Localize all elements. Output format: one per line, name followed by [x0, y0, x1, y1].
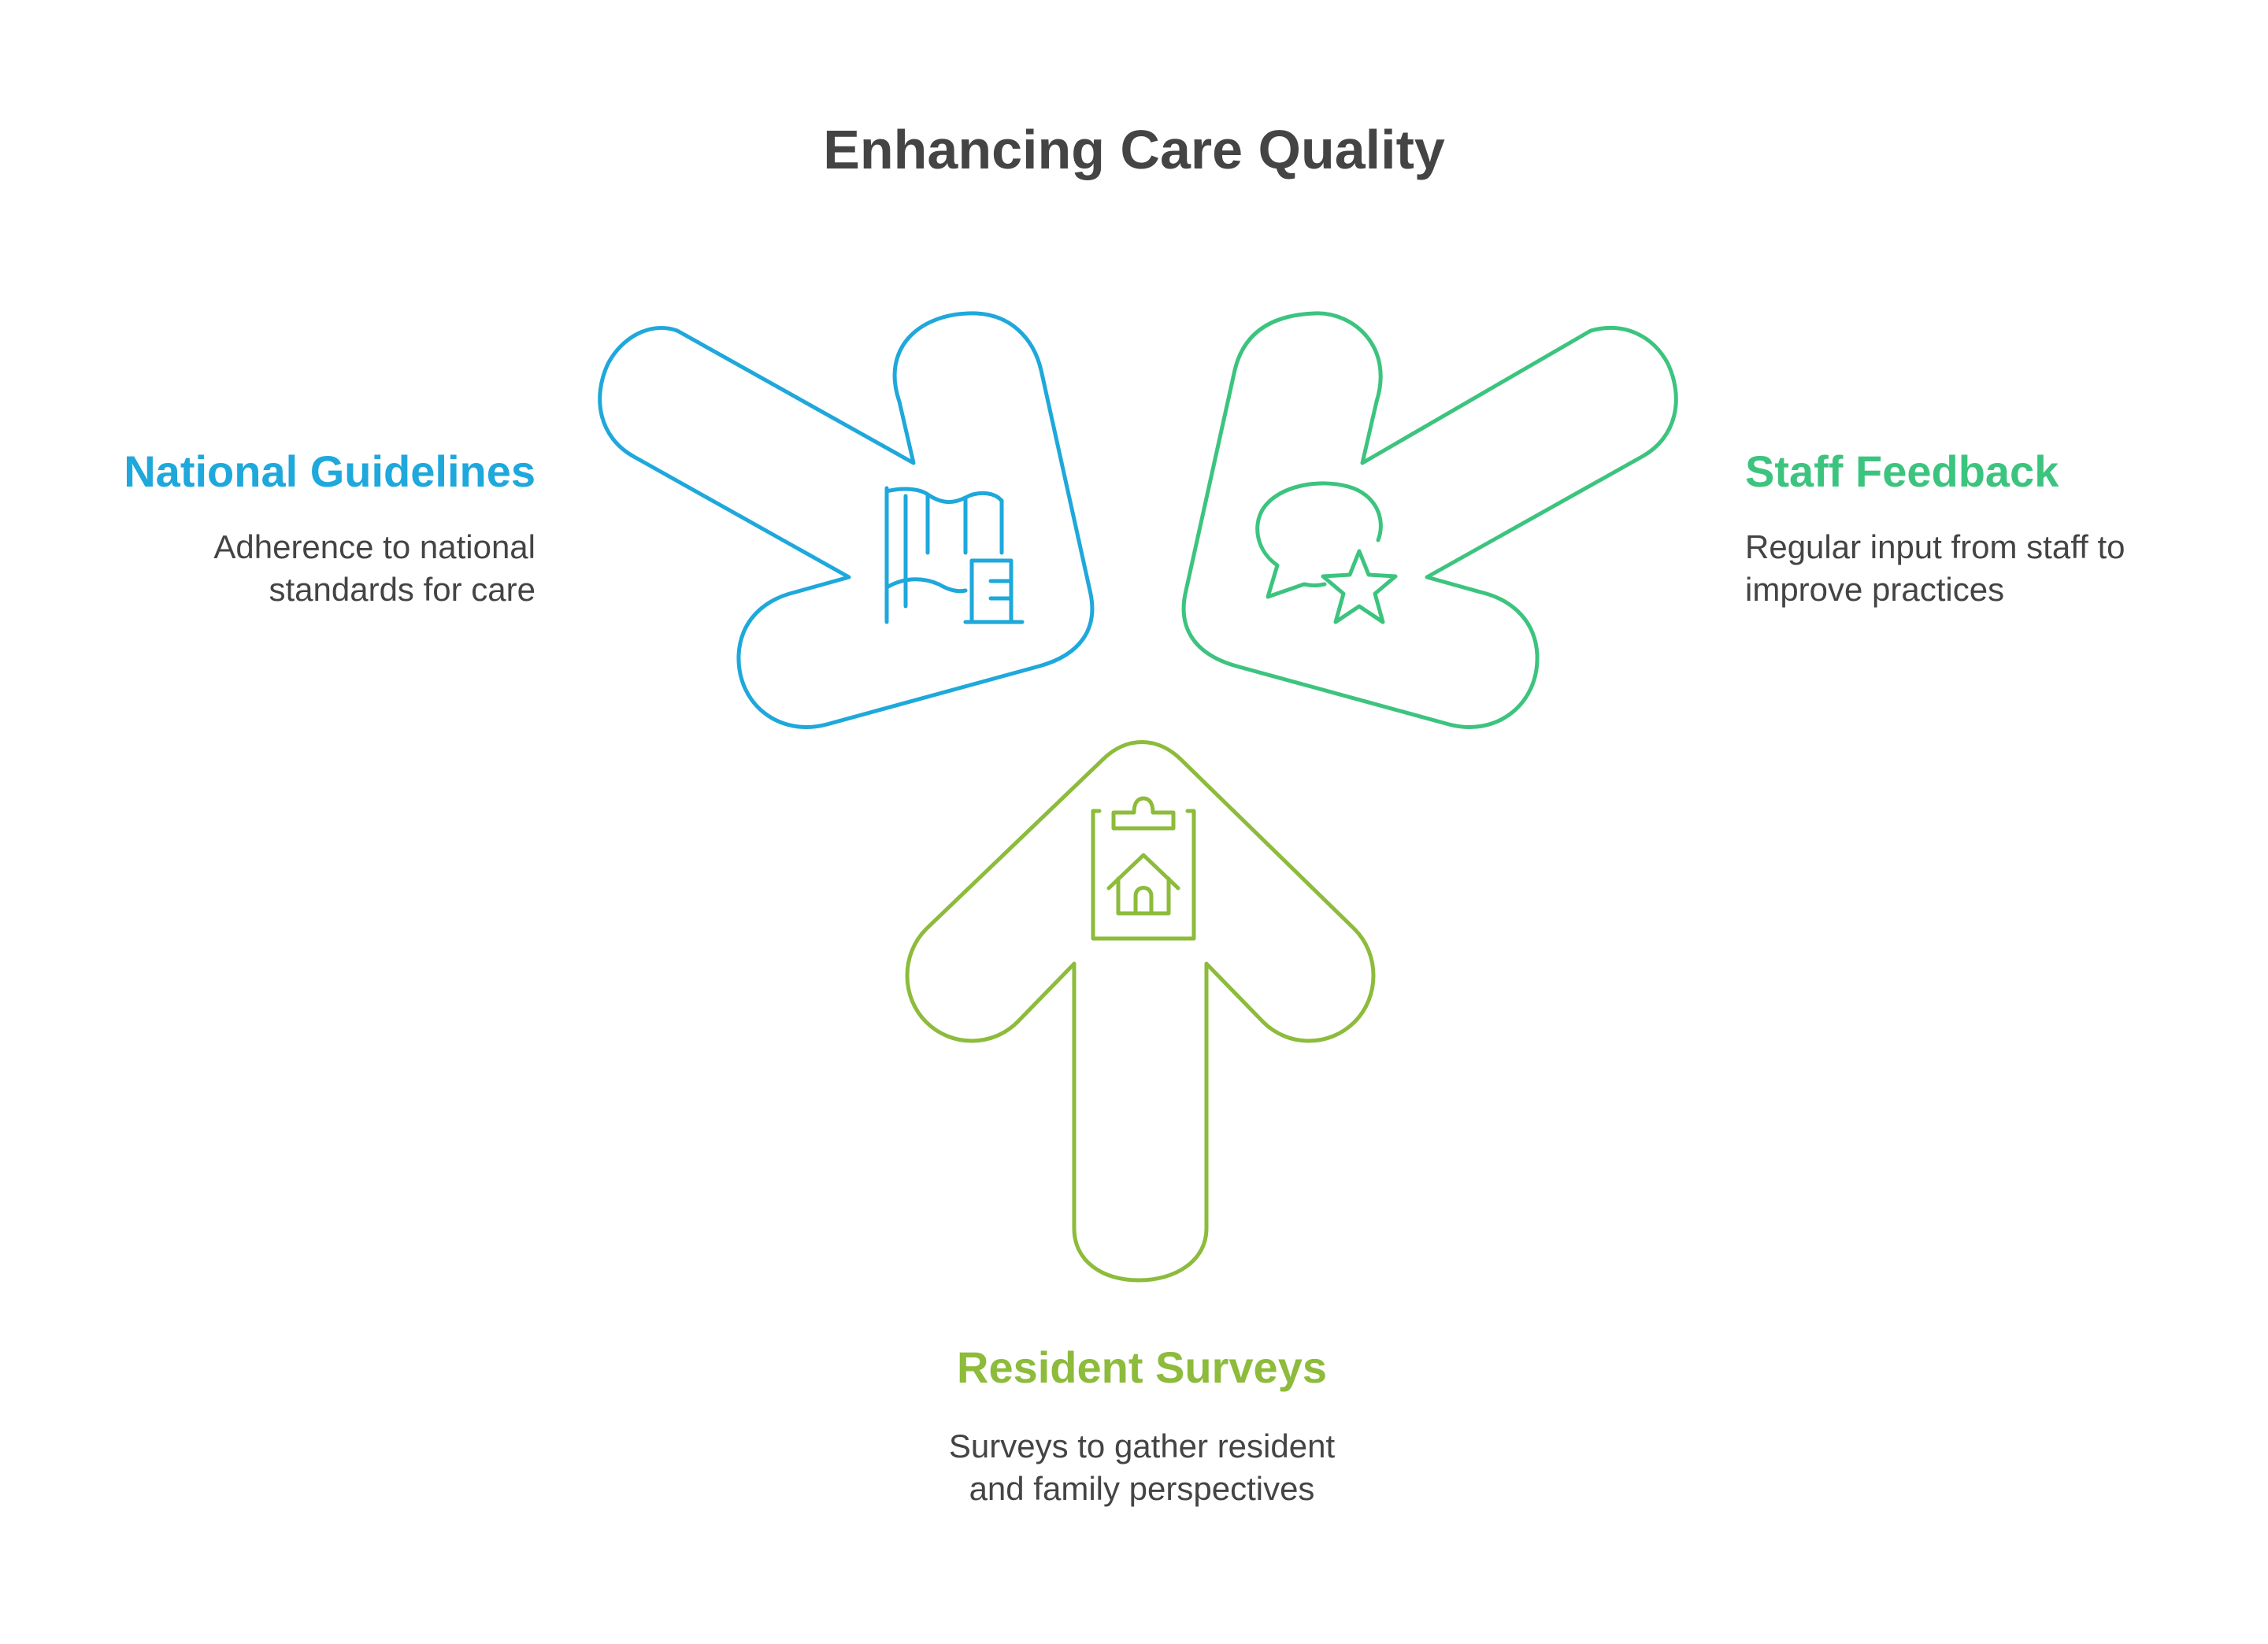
national-guidelines-arrow: [598, 311, 1095, 729]
clipboard-house-icon: [1091, 796, 1196, 941]
description-line: improve practices: [1745, 571, 2005, 608]
staff-feedback-heading: Staff Feedback: [1745, 446, 2059, 496]
description-line: and family perspectives: [969, 1470, 1315, 1507]
map-ruler-icon: [884, 486, 1025, 624]
resident-surveys-heading: Resident Surveys: [957, 1342, 1327, 1392]
staff-feedback-arrow: [1181, 311, 1678, 729]
national-guidelines-description: Adherence to national standards for care: [63, 526, 536, 611]
resident-surveys-arrow: [905, 740, 1376, 1283]
description-line: Adherence to national: [213, 528, 536, 565]
national-guidelines-heading: National Guidelines: [124, 446, 536, 496]
description-line: Surveys to gather resident: [948, 1427, 1336, 1464]
description-line: Regular input from staff to: [1745, 528, 2125, 565]
page-title: Enhancing Care Quality: [823, 119, 1445, 180]
staff-feedback-description: Regular input from staff to improve prac…: [1745, 526, 2249, 611]
description-line: standards for care: [269, 571, 536, 608]
chat-star-icon: [1255, 481, 1398, 624]
resident-surveys-description: Surveys to gather resident and family pe…: [819, 1425, 1465, 1510]
